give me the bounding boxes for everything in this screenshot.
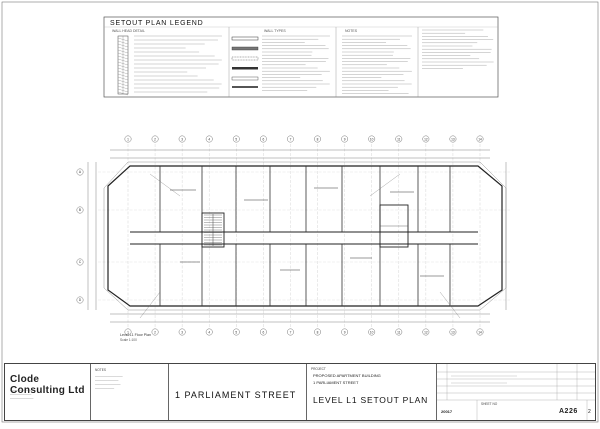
wall-head-detail-label: WALL HEAD DETAIL bbox=[112, 29, 145, 33]
grid-bubble-label: 5 bbox=[235, 137, 237, 141]
grid-bubble-label: 10 bbox=[370, 137, 374, 141]
grid-bubble-label: 11 bbox=[397, 137, 401, 141]
notes-panel: NOTES ──────────────────────────────────… bbox=[91, 364, 169, 420]
revision-number: 2 bbox=[588, 409, 591, 415]
grid-bubble-label: 6 bbox=[262, 137, 264, 141]
floor-plan: 11223344556677889910101111121213131414AB… bbox=[76, 135, 510, 342]
grid-bubble-label: B bbox=[79, 208, 81, 212]
plan-caption-title: Level L1 Floor Plan bbox=[120, 333, 151, 337]
grid-bubble-label: 12 bbox=[424, 137, 428, 141]
title-block: Clode Consulting Ltd ───────────────────… bbox=[4, 363, 596, 421]
grid-bubble-label: 10 bbox=[370, 330, 374, 334]
grid-bubble-label: 11 bbox=[397, 330, 401, 334]
grid-bubble-label: 9 bbox=[344, 330, 346, 334]
company-panel: Clode Consulting Ltd ───────────────────… bbox=[5, 364, 91, 420]
grid-bubble-label: 7 bbox=[290, 330, 292, 334]
grid-bubble-label: 6 bbox=[262, 330, 264, 334]
sheet-no-label: SHEET NO bbox=[481, 402, 498, 406]
grid-bubble-label: 4 bbox=[208, 137, 210, 141]
job-number: 20017 bbox=[441, 409, 453, 414]
grid-bubble-label: 2 bbox=[154, 137, 156, 141]
grid-bubble-label: D bbox=[79, 298, 82, 302]
grid-bubble-label: 9 bbox=[344, 137, 346, 141]
project-label: PROJECT bbox=[311, 367, 326, 371]
grid-bubble-label: 13 bbox=[451, 330, 455, 334]
sheet-title-panel: PROJECT PROPOSED APARTMENT BUILDING 1 PA… bbox=[307, 364, 437, 420]
project-description: PROPOSED APARTMENT BUILDING bbox=[313, 373, 381, 378]
grid-bubble-label: A bbox=[79, 170, 82, 174]
company-name: Clode Consulting Ltd bbox=[10, 374, 85, 396]
grid-bubble-label: 2 bbox=[154, 330, 156, 334]
grid-bubble-label: 13 bbox=[451, 137, 455, 141]
wall-types-label: WALL TYPES bbox=[264, 29, 286, 33]
sheet-number: A226 bbox=[559, 408, 578, 415]
grid-bubble-label: 8 bbox=[317, 137, 319, 141]
notes-label: NOTES bbox=[95, 368, 106, 372]
grid-bubble-label: 1 bbox=[127, 137, 129, 141]
grid-bubble-label: 14 bbox=[478, 330, 482, 334]
grid-bubble-label: 3 bbox=[181, 330, 183, 334]
grid-bubble-label: 8 bbox=[317, 330, 319, 334]
grid-bubble-label: 7 bbox=[290, 137, 292, 141]
project-title-panel: 1 PARLIAMENT STREET bbox=[169, 364, 307, 420]
grid-bubble-label: 12 bbox=[424, 330, 428, 334]
legend-title: SETOUT PLAN LEGEND bbox=[110, 20, 204, 27]
company-address: ───────────────────────────────── bbox=[10, 388, 36, 400]
sheet-title: LEVEL L1 SETOUT PLAN bbox=[313, 395, 429, 405]
legend-notes-label: NOTES bbox=[345, 29, 358, 33]
project-title: 1 PARLIAMENT STREET bbox=[175, 390, 297, 400]
grid-bubble-label: 14 bbox=[478, 137, 482, 141]
grid-bubble-label: 4 bbox=[208, 330, 210, 334]
revision-panel: 20017 SHEET NO A226 2 bbox=[437, 364, 595, 420]
grid-bubble-label: 5 bbox=[235, 330, 237, 334]
grid-bubble-label: 3 bbox=[181, 137, 183, 141]
grid-bubble-label: 1 bbox=[127, 330, 129, 334]
grid-bubble-label: C bbox=[79, 260, 82, 264]
plan-caption-scale: Scale 1:100 bbox=[120, 338, 137, 342]
setout-plan-legend: SETOUT PLAN LEGEND WALL HEAD DETAIL WALL… bbox=[103, 16, 499, 98]
project-address: 1 PARLIAMENT STREET bbox=[313, 380, 359, 385]
